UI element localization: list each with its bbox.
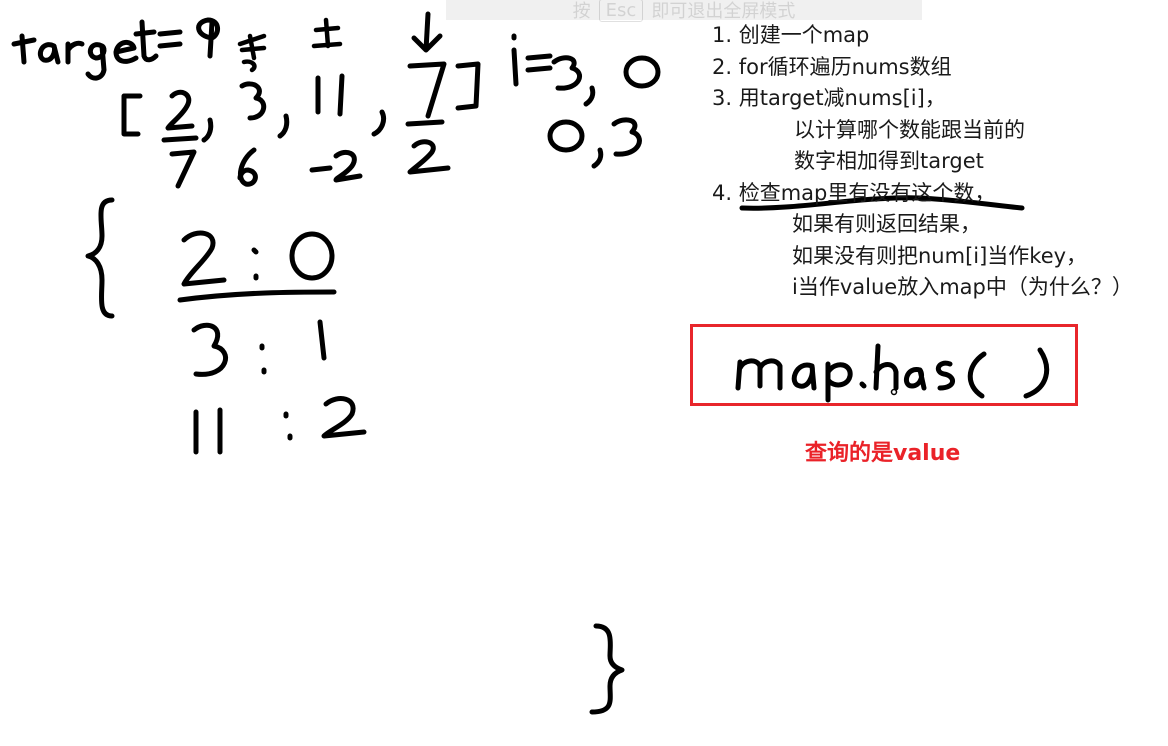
step-4-line-3: 如果没有则把num[i]当作key， xyxy=(792,243,1088,268)
pointer-arrow xyxy=(411,11,443,53)
step-3-line-3: 数字相加得到target xyxy=(794,149,984,173)
red-note: 查询的是value xyxy=(805,441,961,466)
strike-mark-1 xyxy=(237,33,267,73)
step-2: 2. for循环遍历nums数组 xyxy=(712,54,952,79)
step-4: 4. 检查map里有没有这个数， xyxy=(712,180,996,205)
step-3: 3. 用target减nums[i]， xyxy=(712,86,946,110)
handwritten-differences xyxy=(169,139,451,189)
map-entries-drawing xyxy=(177,230,367,455)
highlight-box xyxy=(690,324,1078,406)
solution-steps: 1. 创建一个map 2. for循环遍历nums数组 3. 用target减n… xyxy=(712,20,1133,304)
handwritten-array xyxy=(121,61,481,143)
hint-prefix: 按 xyxy=(572,1,591,22)
open-brace xyxy=(85,197,115,319)
esc-key-badge: Esc xyxy=(598,0,644,22)
strike-mark-2 xyxy=(311,17,343,49)
handwritten-code-map-has xyxy=(735,343,1050,403)
step-4-line-4: i当作value放入map中（为什么？） xyxy=(792,275,1133,299)
hint-suffix: 即可退出全屏模式 xyxy=(651,1,796,22)
step4-underline xyxy=(739,195,1025,211)
step-3-line-2: 以计算哪个数能跟当前的 xyxy=(794,117,1025,142)
step-1: 1. 创建一个map xyxy=(712,23,870,47)
handwritten-target-equals-9 xyxy=(11,17,220,81)
step-4-line-2: 如果有则返回结果， xyxy=(792,212,981,236)
fullscreen-exit-hint: 按 Esc 即可退出全屏模式 xyxy=(446,0,922,22)
handwritten-indices xyxy=(511,33,661,169)
close-brace xyxy=(589,623,625,715)
